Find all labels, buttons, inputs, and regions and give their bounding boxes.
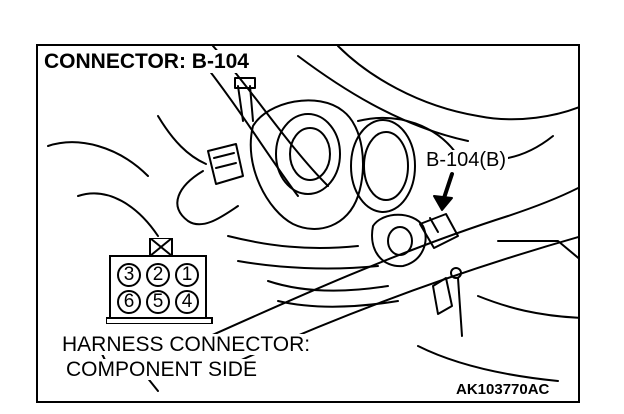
target-connector <box>419 213 459 249</box>
bracket <box>432 277 453 315</box>
connector-callout-label: B-104(B) <box>424 149 509 171</box>
wire-bundle-2 <box>277 300 399 308</box>
hose-lower-2 <box>237 260 379 270</box>
left-curve-2 <box>47 141 149 177</box>
left-connector <box>207 143 244 185</box>
intake-duct <box>357 116 459 157</box>
sensor-face <box>387 226 413 256</box>
left-harness <box>176 170 239 226</box>
throttle-port-outer <box>275 113 341 195</box>
hose-lower <box>227 235 359 249</box>
callout-leader <box>507 135 554 159</box>
pin-1: 1 <box>175 263 199 287</box>
intake-ring-inner <box>363 131 409 201</box>
intake-ring-outer <box>350 119 416 213</box>
pin-6: 6 <box>117 290 141 314</box>
fender-line <box>187 186 578 347</box>
diagram-frame: CONNECTOR: B-104 B-104(B) 3 2 1 6 5 4 HA… <box>36 44 580 403</box>
harness-label-line1: HARNESS CONNECTOR: <box>60 333 313 356</box>
left-curve <box>77 192 159 237</box>
background-curve-4 <box>297 55 469 142</box>
page-title: CONNECTOR: B-104 <box>41 50 252 73</box>
pin-2: 2 <box>146 263 170 287</box>
pin-3: 3 <box>117 263 141 287</box>
left-connector-detail <box>213 152 237 169</box>
throttle-body-outline <box>249 99 364 230</box>
top-fitting-cap <box>234 77 256 89</box>
top-fitting <box>237 85 254 122</box>
pointer-arrowhead <box>433 195 453 211</box>
support-rod <box>457 277 463 337</box>
lower-sweep-3 <box>497 240 578 259</box>
left-harness-2 <box>157 115 207 165</box>
wire-bundle <box>267 280 389 292</box>
harness-label-line2: COMPONENT SIDE <box>64 358 259 381</box>
pin-5: 5 <box>146 290 170 314</box>
harness-connector-face: 3 2 1 6 5 4 <box>106 238 218 324</box>
background-curve-3 <box>337 46 578 121</box>
sensor-body <box>371 213 427 268</box>
lock-tab-cross <box>149 238 173 257</box>
lower-sweep-2 <box>477 295 578 319</box>
connector-feet <box>106 317 213 324</box>
bolt <box>450 267 462 279</box>
figure-code: AK103770AC <box>456 381 550 398</box>
throttle-port-inner <box>289 127 331 181</box>
engine-illustration <box>47 46 578 392</box>
pin-4: 4 <box>175 290 199 314</box>
lower-sweep <box>417 345 559 382</box>
target-connector-clip <box>429 217 439 233</box>
